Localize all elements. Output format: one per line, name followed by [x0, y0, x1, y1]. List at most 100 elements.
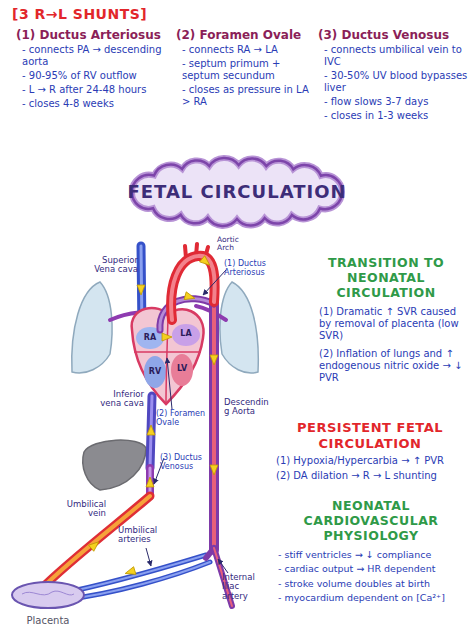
note-bullet: - closes 4-8 weeks: [16, 98, 168, 110]
section-heading: PERSISTENT FETAL CIRCULATION: [272, 420, 468, 451]
shunt-label: (1) Ductus Arteriosus: [224, 260, 280, 278]
venous-vessels: [40, 246, 226, 600]
leader-lines-part: [203, 270, 226, 295]
shunt-label: (3) Ductus Venosus: [160, 454, 214, 472]
arterial-vessels: [160, 244, 215, 330]
flow-arrows-part: [137, 285, 145, 295]
flow-arrows-part: [210, 465, 218, 475]
note-bullet: (1) Hypoxia/Hypercarbia → ↑ PVR: [272, 455, 468, 467]
node-text-box: FETAL CIRCULATION: [118, 150, 356, 234]
flow-arrows-part: [200, 256, 213, 269]
label-slot: (2) Foramen Ovale: [156, 410, 206, 428]
physiology-section: NEONATAL CARDIOVASCULAR PHYSIOLOGY - stif…: [272, 498, 470, 607]
flow-arrows-part: [146, 477, 154, 487]
anatomy-label: Internal Iliac artery: [222, 573, 266, 601]
note-bullet: - 30-50% UV blood bypasses liver: [318, 70, 470, 94]
label-slot: Aortic Arch: [217, 236, 257, 253]
arterial-vessels-part: [171, 256, 215, 320]
cloud-title: FETAL CIRCULATION: [127, 182, 346, 202]
flow-arrows-part: [89, 539, 102, 552]
descending-aorta: [206, 300, 232, 606]
label-slot: Umbilical vein: [50, 500, 106, 519]
descending-aorta-part: [212, 300, 216, 550]
section-heading: NEONATAL CARDIOVASCULAR PHYSIOLOGY: [272, 498, 470, 543]
note-bullet: - connects RA → LA: [176, 44, 310, 56]
transition-section: TRANSITION TO NEONATAL CIRCULATION (1) Dr…: [305, 255, 467, 390]
note-bullet: - flow slows 3-7 days: [318, 96, 470, 108]
placenta-label: Placenta: [27, 615, 70, 626]
note-bullet: (2) DA dilation → R → L shunting: [272, 470, 468, 482]
leader-lines: [146, 270, 228, 573]
shunt-label: (2) Foramen Ovale: [156, 410, 206, 428]
shunt-heading: (3) Ductus Venosus: [318, 28, 470, 42]
note-bullet: - connects PA → descending aorta: [16, 44, 168, 68]
liver: [83, 440, 146, 490]
note-bullet: - stiff ventricles → ↓ compliance: [272, 549, 470, 560]
label-slot: (1) Ductus Arteriosus: [224, 260, 280, 278]
label-slot: RA: [141, 333, 159, 343]
heart-part: [172, 324, 200, 346]
label-slot: LV: [173, 364, 191, 374]
note-bullet: - septum primum + septum secundum: [176, 58, 310, 82]
flow-arrows-part: [210, 355, 218, 365]
label-slot: RV: [146, 367, 164, 377]
note-bullet: - 90-95% of RV outflow: [16, 70, 168, 82]
leader-lines-part: [218, 559, 228, 573]
anatomy-label: Inferior vena cava: [90, 390, 144, 409]
chamber-label: RA: [141, 333, 159, 343]
label-slot: LA: [177, 329, 195, 339]
placenta-node: Placenta: [8, 580, 88, 630]
note-bullet: - closes as pressure in LA > RA: [176, 84, 310, 108]
chamber-label: LA: [177, 329, 195, 339]
node-text-box: Placenta: [8, 610, 88, 630]
leader-lines-part: [167, 358, 172, 409]
chamber-label: LV: [173, 364, 191, 374]
flow-arrows-part: [162, 333, 172, 341]
chamber-label: RV: [146, 367, 164, 377]
title-group: [3 R→L SHUNTS]: [12, 6, 182, 23]
shunt-column: (3) Ductus Venosus - connects umbilical v…: [318, 28, 470, 124]
anatomy-label: Umbilical vein: [50, 500, 106, 519]
heart-part: [134, 351, 201, 353]
placenta-texture: [22, 591, 74, 595]
note-bullet: - L → R after 24-48 hours: [16, 84, 168, 96]
shunt-heading: (1) Ductus Arteriosus: [16, 28, 168, 42]
anatomy-label: Superior Vena cava: [88, 256, 138, 275]
label-slot: Inferior vena cava: [90, 390, 144, 409]
label-slot: Umbilical arteries: [118, 526, 178, 545]
persistent-section: PERSISTENT FETAL CIRCULATION (1) Hypoxia/…: [272, 420, 468, 485]
placenta-shape: [12, 582, 84, 608]
leader-lines-part: [146, 548, 151, 566]
section-title: [3 R→L SHUNTS]: [12, 6, 182, 23]
label-slot: Descending Aorta: [224, 398, 272, 417]
note-bullet: - myocardium dependent on [Ca²⁺]: [272, 592, 470, 603]
section-heading: TRANSITION TO NEONATAL CIRCULATION: [305, 255, 467, 300]
shunt-column: (1) Ductus Arteriosus - connects PA → des…: [16, 28, 168, 112]
descending-aorta-part: [209, 300, 219, 550]
anatomy-label: Umbilical arteries: [118, 526, 178, 545]
note-bullet: - cardiac output → HR dependent: [272, 563, 470, 574]
arterial-vessels-part: [171, 256, 215, 320]
note-bullet: (1) Dramatic ↑ SVR caused by removal of …: [305, 306, 467, 342]
title-cloud: FETAL CIRCULATION: [118, 150, 356, 234]
heart-part: [171, 354, 193, 386]
flow-arrows-part: [147, 425, 155, 435]
label-slot: Internal Iliac artery: [222, 573, 266, 601]
shunt-heading: (2) Foramen Ovale: [176, 28, 310, 42]
right-lung: [220, 282, 258, 373]
flow-arrows: [89, 256, 218, 578]
note-bullet: (2) Inflation of lungs and ↑ endogenous …: [305, 348, 467, 384]
anatomy-label: Descending Aorta: [224, 398, 272, 417]
flow-arrows-part: [124, 567, 136, 578]
note-bullet: - closes in 1-3 weeks: [318, 110, 470, 122]
shunt-column: (2) Foramen Ovale - connects RA → LA - sep…: [176, 28, 310, 110]
flow-arrows-part: [184, 292, 196, 302]
label-slot: (3) Ductus Venosus: [160, 454, 214, 472]
heart-part: [144, 356, 166, 388]
note-bullet: - connects umbilical vein to IVC: [318, 44, 470, 68]
note-bullet: - stroke volume doubles at birth: [272, 578, 470, 589]
label-slot: Superior Vena cava: [88, 256, 138, 275]
left-lung: [72, 282, 112, 373]
anatomy-label: Aortic Arch: [217, 236, 257, 253]
